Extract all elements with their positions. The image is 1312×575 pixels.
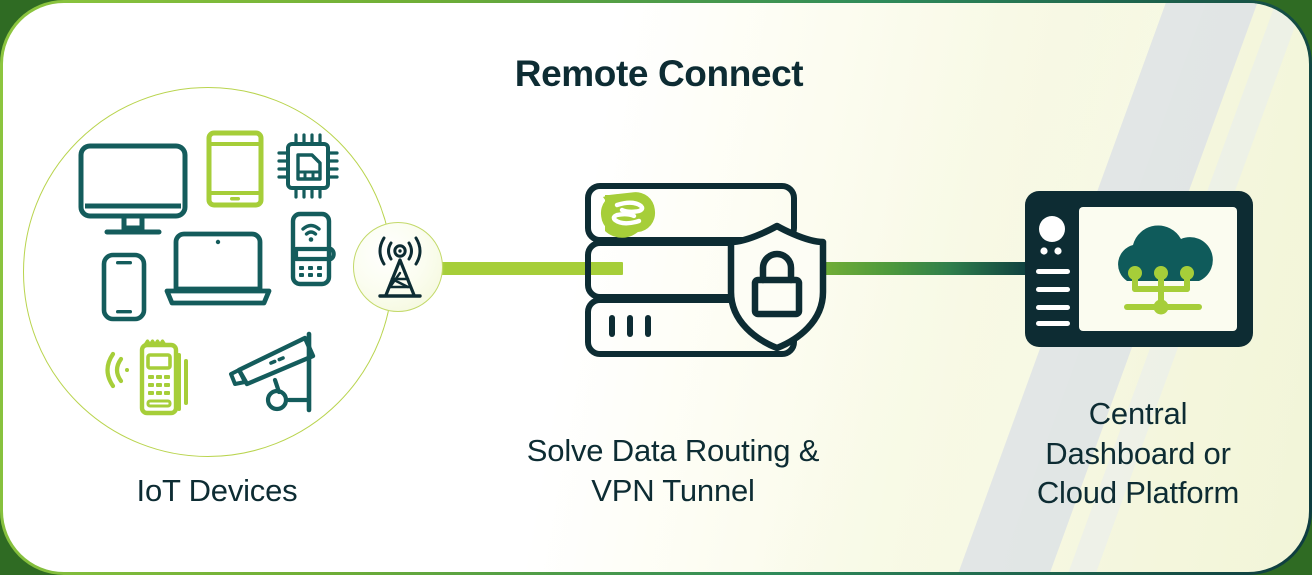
brand-leaf-logo-icon (600, 192, 656, 238)
caption-line: VPN Tunnel (591, 472, 755, 508)
diagram-canvas: Remote Connect (3, 3, 1309, 572)
shield-lock-icon (727, 222, 827, 352)
caption-line: Cloud Platform (1036, 475, 1240, 511)
caption-line: Dashboard or (1045, 435, 1231, 471)
smart-door-lock-icon (269, 211, 343, 287)
security-camera-icon (225, 331, 319, 413)
caption-line: Solve Data Routing & (526, 433, 820, 468)
cloud-network-icon (1118, 225, 1213, 315)
caption-line: Central (1088, 396, 1188, 431)
connector-vpn-to-cloud (815, 262, 1033, 275)
caption-line: IoT Devices (136, 473, 298, 508)
caption-iot-devices: IoT Devices (37, 471, 397, 511)
caption-cloud-platform: Central Dashboard or Cloud Platform (968, 394, 1308, 513)
smartphone-icon (101, 252, 147, 322)
connector-iot-to-vpn (395, 262, 623, 275)
caption-vpn-tunnel: Solve Data Routing & VPN Tunnel (453, 431, 893, 510)
laptop-icon (164, 229, 272, 311)
monitor-icon (77, 142, 189, 238)
chip-icon (274, 130, 342, 202)
dashboard-tablet-icon (1023, 189, 1255, 349)
antenna-tower-icon (368, 233, 432, 303)
page-title: Remote Connect (514, 53, 804, 94)
pos-terminal-icon (105, 331, 203, 417)
tablet-icon (206, 130, 264, 208)
